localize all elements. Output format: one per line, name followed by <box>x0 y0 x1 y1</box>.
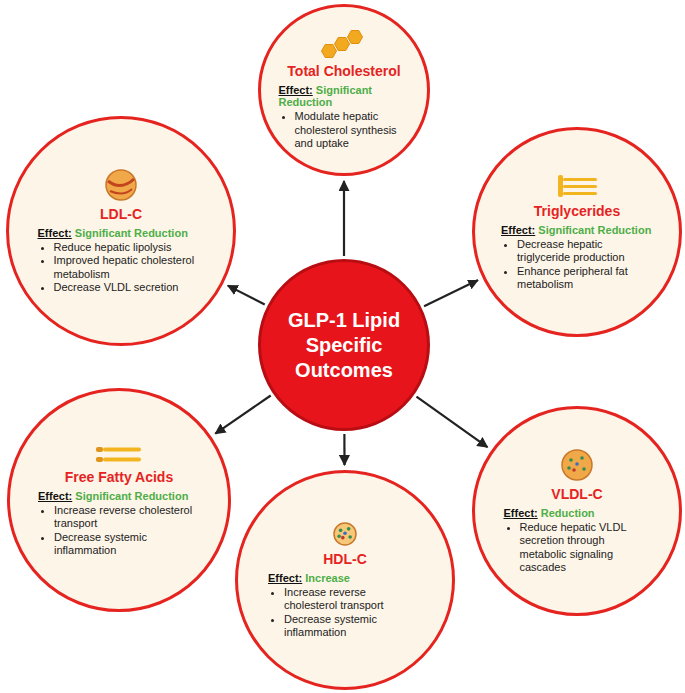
effect-value: Reduction <box>541 507 595 519</box>
outcome-heading: LDL-C <box>100 206 142 222</box>
arrow-connector <box>215 395 270 433</box>
spacer <box>72 227 75 239</box>
effect-value: Significant Reduction <box>75 490 188 502</box>
outcome-circle: TriglyceridesEffect: Significant Reducti… <box>472 127 682 337</box>
effect-line: Effect: Significant Reduction <box>501 224 651 236</box>
bullet-item: Improved hepatic cholesterol metabolism <box>54 254 205 281</box>
bullet-item: Reduce hepatic lipolysis <box>54 241 205 254</box>
circle-content: VLDL-C Effect: ReductionReduce hepatic VL… <box>504 448 651 575</box>
outcome-heading: VLDL-C <box>551 486 602 502</box>
lipid-icon <box>104 168 138 202</box>
bullet-list: Decrease hepatic triglyceride production… <box>501 238 653 292</box>
outcome-circle: VLDL-C Effect: ReductionReduce hepatic VL… <box>472 406 682 616</box>
spacer <box>72 490 75 502</box>
outcome-heading: Free Fatty Acids <box>65 469 173 485</box>
bullet-item: Reduce hepatic VLDL secretion through me… <box>520 521 651 575</box>
circle-content: Free Fatty AcidsEffect: Significant Redu… <box>38 443 200 558</box>
bullet-item: Decrease systemic inflammation <box>284 613 422 640</box>
effect-label: Effect: <box>38 490 72 502</box>
bullet-list: Reduce hepatic VLDL secretion through me… <box>504 521 651 575</box>
bullet-list: Increase reverse cholesterol transportDe… <box>38 504 200 558</box>
bullet-list: Increase reverse cholesterol transportDe… <box>268 586 422 640</box>
circle-content: TriglyceridesEffect: Significant Reducti… <box>501 173 653 292</box>
center-title: GLP-1 Lipid Specific Outcomes <box>275 308 413 383</box>
effect-label: Effect: <box>279 84 313 96</box>
lipid-icon <box>554 173 600 199</box>
outcome-heading: Triglycerides <box>534 203 620 219</box>
outcome-circle: Total CholesterolEffect: Significant Red… <box>258 4 430 176</box>
effect-label: Effect: <box>268 572 302 584</box>
bullet-item: Decrease hepatic triglyceride production <box>517 238 653 265</box>
arrow-connector <box>343 434 345 465</box>
effect-line: Effect: Significant Reduction <box>38 490 188 502</box>
spacer <box>538 507 541 519</box>
center-circle: GLP-1 Lipid Specific Outcomes <box>258 259 430 431</box>
bullet-list: Modulate hepatic cholesterol synthesis a… <box>279 110 410 150</box>
effect-label: Effect: <box>38 227 72 239</box>
effect-label: Effect: <box>504 507 538 519</box>
effect-line: Effect: Significant Reduction <box>38 227 188 239</box>
outcome-circle: HDL-C Effect: IncreaseIncrease reverse ch… <box>235 470 455 690</box>
bullet-list: Reduce hepatic lipolysisImproved hepatic… <box>38 241 205 295</box>
effect-value: Significant Reduction <box>75 227 188 239</box>
effect-line: Effect: Significant Reduction <box>279 84 410 108</box>
outcome-circle: LDL-C Effect: Significant ReductionReduce… <box>6 116 236 346</box>
effect-value: Increase <box>305 572 350 584</box>
spacer <box>535 224 538 236</box>
outcome-heading: Total Cholesterol <box>287 63 400 79</box>
outcome-heading: HDL-C <box>323 551 367 567</box>
lipid-icon <box>332 521 358 547</box>
circle-content: GLP-1 Lipid Specific Outcomes <box>275 308 413 383</box>
bullet-item: Decrease systemic inflammation <box>54 531 200 558</box>
arrow-connector <box>424 280 478 306</box>
spacer <box>313 84 316 96</box>
circle-content: LDL-C Effect: Significant ReductionReduce… <box>38 168 205 295</box>
spacer <box>302 572 305 584</box>
lipid-icon <box>560 448 594 482</box>
arrow-connector <box>416 397 487 448</box>
effect-value: Significant Reduction <box>538 224 651 236</box>
circle-content: Total CholesterolEffect: Significant Red… <box>279 29 410 150</box>
bullet-item: Decrease VLDL secretion <box>54 281 205 294</box>
effect-line: Effect: Increase <box>268 572 350 584</box>
arrow-connector <box>343 181 345 256</box>
outcome-circle: Free Fatty AcidsEffect: Significant Redu… <box>7 388 231 612</box>
lipid-icon <box>319 29 369 59</box>
lipid-icon <box>94 443 144 465</box>
bullet-item: Increase reverse cholesterol transport <box>54 504 200 531</box>
bullet-item: Enhance peripheral fat metabolism <box>517 265 653 292</box>
effect-label: Effect: <box>501 224 535 236</box>
circle-content: HDL-C Effect: IncreaseIncrease reverse ch… <box>268 521 422 640</box>
effect-line: Effect: Reduction <box>504 507 595 519</box>
bullet-item: Increase reverse cholesterol transport <box>284 586 422 613</box>
arrow-connector <box>228 286 265 305</box>
bullet-item: Modulate hepatic cholesterol synthesis a… <box>295 110 410 150</box>
